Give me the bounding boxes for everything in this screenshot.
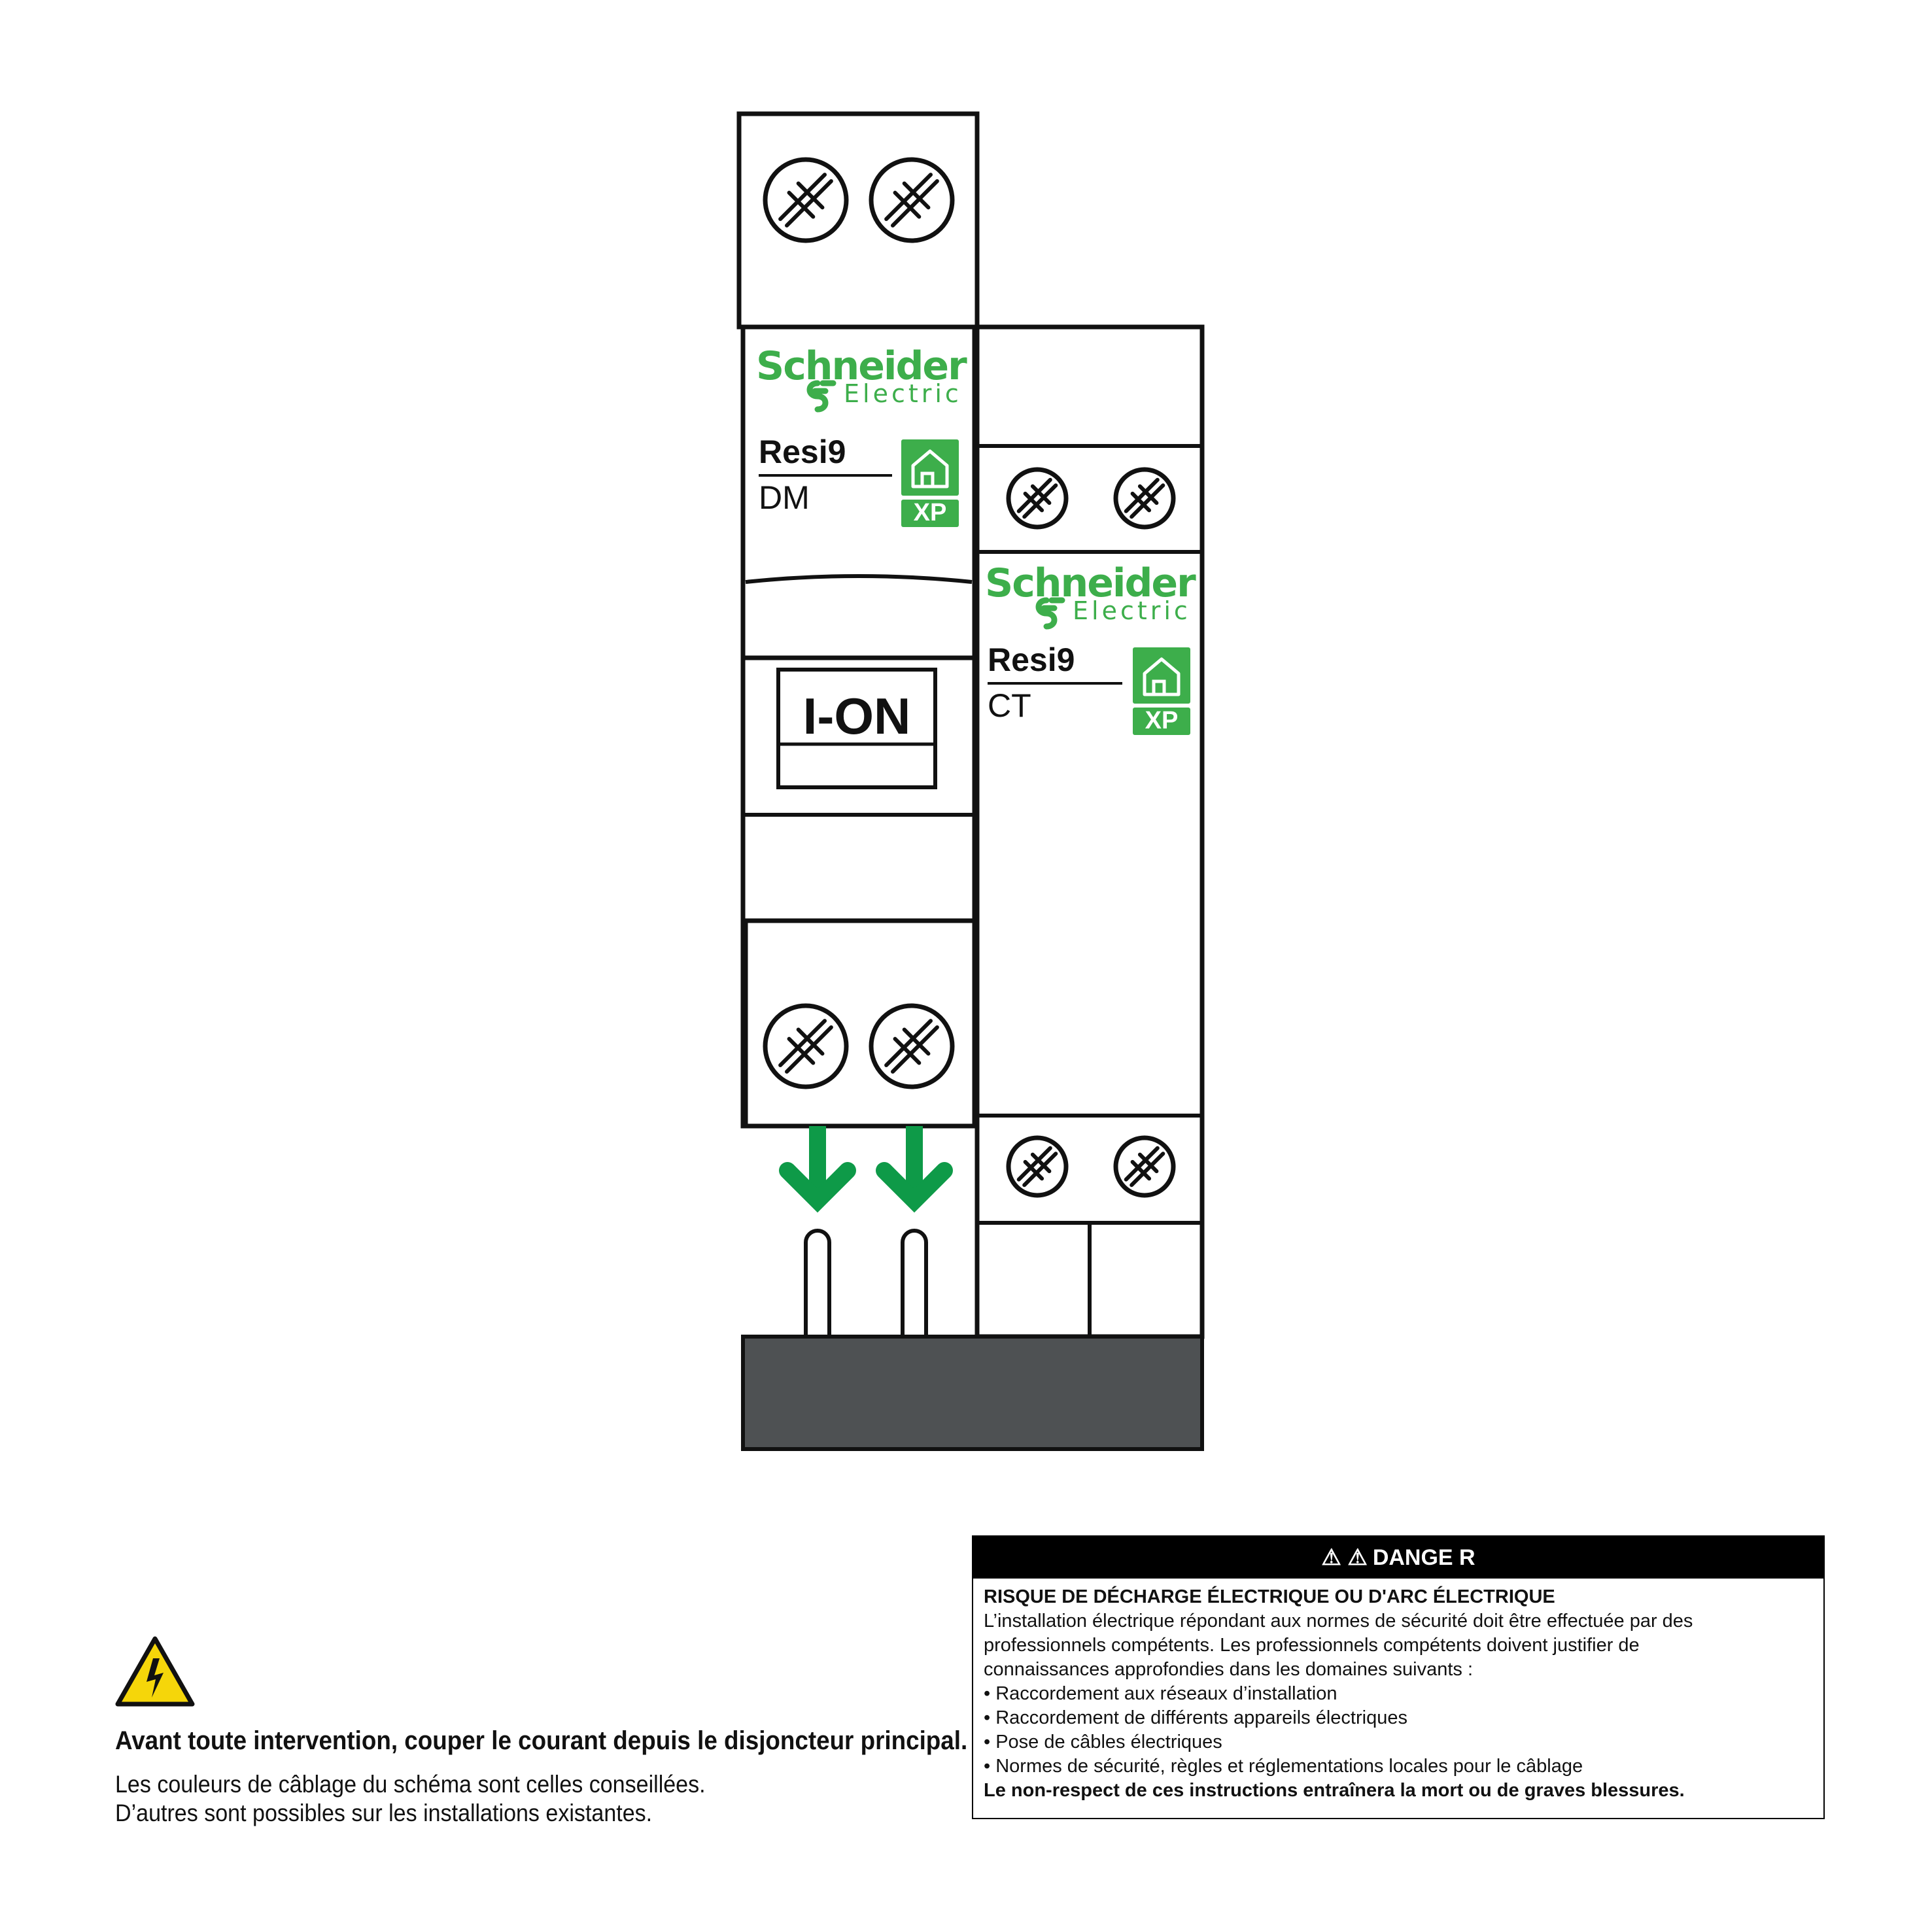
danger-list-item: • Raccordement aux réseaux d’installatio… (984, 1683, 1337, 1704)
danger-header-label: DANGE R (1372, 1545, 1475, 1570)
arrow-down-icon (884, 1126, 944, 1201)
screw-terminal-icon (1116, 470, 1173, 527)
dm-type: DM (759, 479, 810, 516)
arrow-down-icon (787, 1126, 848, 1201)
ct-range: Resi9 (988, 641, 1075, 678)
ct-badge: XP (1145, 707, 1179, 734)
safety-instruction: Avant toute intervention, couper le cour… (115, 1726, 968, 1755)
danger-conclusion: Le non-respect de ces instructions entra… (984, 1780, 1685, 1801)
dm-module: Schneider Electric Resi9 DM XP I-ON (736, 111, 980, 1129)
danger-list-item: • Pose de câbles électriques (984, 1732, 1222, 1752)
danger-box: ⚠ ⚠ DANGE R RISQUE DE DÉCHARGE ÉLECTRIQU… (972, 1535, 1825, 1819)
danger-intro-line: professionnels compétents. Les professio… (984, 1635, 1640, 1656)
dm-range: Resi9 (759, 434, 846, 470)
wiring-color-note-line-1: Les couleurs de câblage du schéma sont c… (115, 1771, 706, 1798)
danger-list-item: • Raccordement de différents appareils é… (984, 1707, 1407, 1728)
screw-terminal-icon (1116, 1138, 1173, 1195)
ct-module: Schneider Electric Resi9 CT XP (975, 324, 1205, 1339)
comb-pin (901, 1229, 928, 1337)
ct-brand-sub: Electric (1073, 596, 1191, 625)
screw-terminal-icon (871, 160, 952, 241)
screw-terminal-icon (765, 160, 846, 241)
danger-body: RISQUE DE DÉCHARGE ÉLECTRIQUE OU D'ARC É… (973, 1579, 1823, 1803)
dm-switch-label: I-ON (803, 687, 911, 745)
comb-pin (804, 1229, 831, 1337)
screw-terminal-icon (1009, 470, 1066, 527)
danger-intro-line: L’installation électrique répondant aux … (984, 1611, 1693, 1632)
danger-title: RISQUE DE DÉCHARGE ÉLECTRIQUE OU D'ARC É… (984, 1586, 1555, 1607)
warning-triangle-icon: ⚠ ⚠ (1321, 1545, 1368, 1570)
screw-terminal-icon (1009, 1138, 1066, 1195)
danger-list-item: • Normes de sécurité, règles et réglemen… (984, 1756, 1583, 1777)
dm-badge: XP (914, 499, 947, 526)
dm-cover-curve (745, 574, 973, 584)
screw-terminal-icon (871, 1006, 952, 1087)
electric-warning-triangle-icon (115, 1636, 195, 1707)
dm-switch-toggle[interactable] (776, 668, 937, 789)
busbar (741, 1335, 1204, 1451)
ct-type: CT (988, 687, 1031, 724)
wiring-color-note-line-2: D’autres sont possibles sur les installa… (115, 1800, 653, 1826)
dm-brand-sub: Electric (844, 379, 962, 408)
screw-terminal-icon (765, 1006, 846, 1087)
danger-header: ⚠ ⚠ DANGE R (973, 1537, 1823, 1579)
dm-brand-name: Schneider (756, 343, 967, 389)
ct-brand-name: Schneider (985, 560, 1196, 606)
danger-intro-line: connaissances approfondies dans les doma… (984, 1659, 1474, 1680)
